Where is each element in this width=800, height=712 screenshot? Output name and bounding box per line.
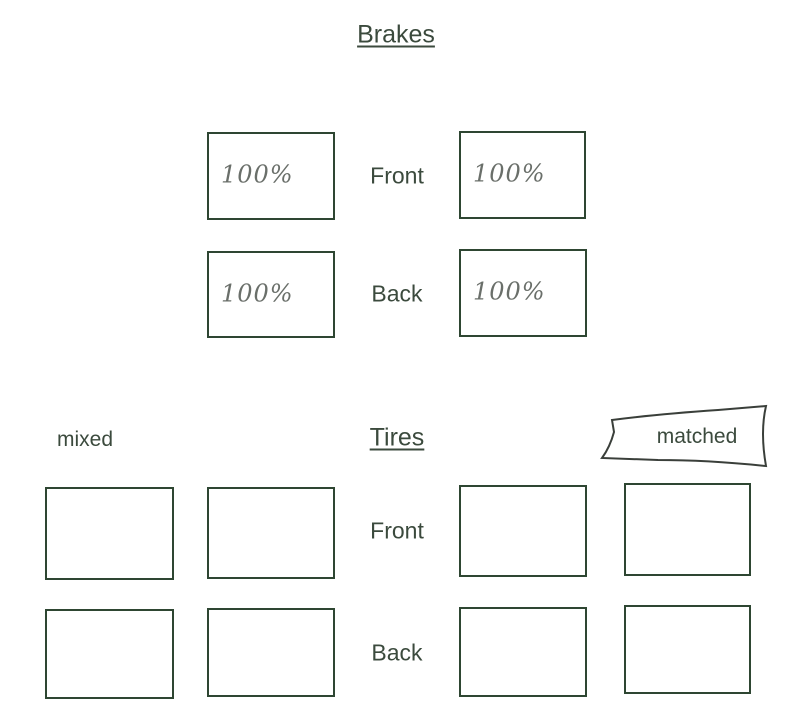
brakes-front-label: Front (370, 162, 424, 189)
tires-back-matched-left-field[interactable] (459, 607, 587, 697)
handwritten-value: 100% (221, 160, 294, 189)
brakes-back-left-field[interactable]: 100% (207, 251, 335, 338)
matched-label: matched (656, 425, 738, 448)
tires-heading: Tires (369, 423, 425, 452)
tires-front-matched-right-field[interactable] (624, 483, 751, 576)
tires-front-mixed-right-field[interactable] (207, 487, 335, 579)
tires-back-matched-right-field[interactable] (624, 605, 751, 694)
brakes-front-left-field[interactable]: 100% (207, 132, 335, 220)
tires-front-label: Front (370, 517, 424, 544)
matched-tag-outline (600, 404, 768, 468)
handwritten-value: 100% (473, 277, 546, 306)
handwritten-value: 100% (221, 279, 294, 308)
tires-back-mixed-left-field[interactable] (45, 609, 174, 699)
tires-front-matched-left-field[interactable] (459, 485, 587, 577)
brakes-heading: Brakes (357, 20, 435, 49)
tires-back-mixed-right-field[interactable] (207, 608, 335, 697)
brakes-front-right-field[interactable]: 100% (459, 131, 586, 219)
tires-back-label: Back (371, 639, 423, 666)
mixed-label: mixed (56, 428, 114, 451)
tires-front-mixed-left-field[interactable] (45, 487, 174, 580)
brakes-back-label: Back (371, 280, 423, 307)
handwritten-value: 100% (473, 159, 546, 188)
brakes-back-right-field[interactable]: 100% (459, 249, 587, 337)
